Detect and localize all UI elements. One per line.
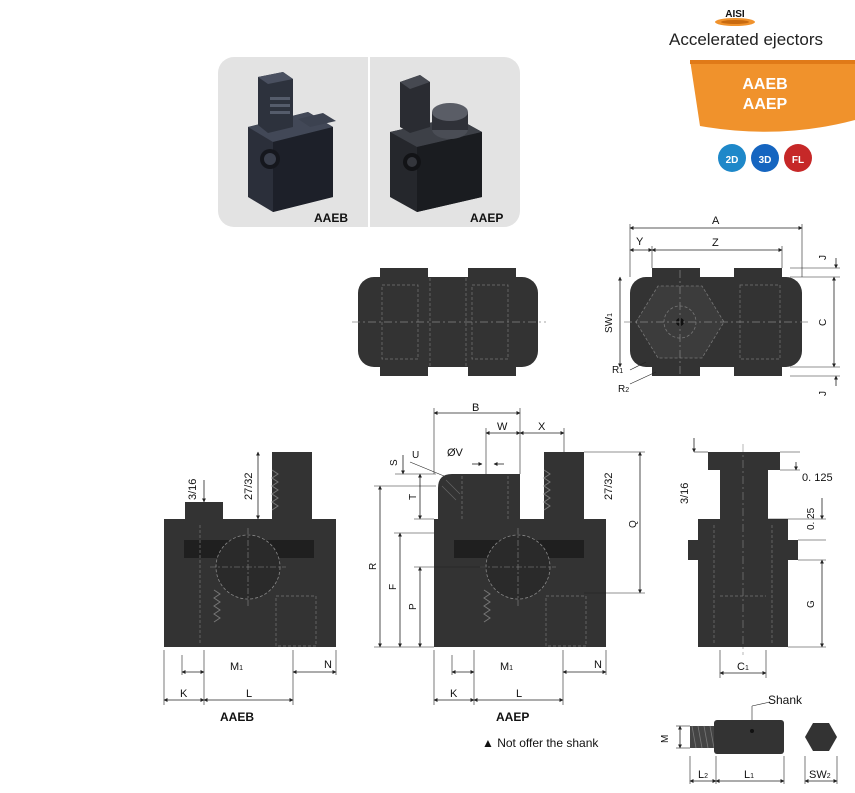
aaep-dim-F: F — [388, 584, 399, 590]
aaep-dim-27-32: 27/32 — [603, 472, 615, 500]
top-view-hex — [618, 224, 840, 386]
dim-SW1: SW1 — [604, 313, 615, 333]
side-dim-G: G — [806, 600, 817, 608]
aaeb-caption: AAEB — [220, 710, 254, 724]
shank-note: ▲ Not offer the shank — [482, 736, 599, 750]
photo-label-aaeb: AAEB — [314, 211, 349, 225]
aaep-dim-R: R — [368, 563, 379, 570]
aaeb-dim-3-16: 3/16 — [187, 479, 199, 500]
aaep-dim-U: U — [412, 450, 419, 461]
aaeb-dim-K: K — [180, 688, 188, 700]
fl-badge[interactable]: FL — [784, 144, 812, 172]
shank-dim-L1: L1 — [744, 769, 754, 781]
shank-label: Shank — [768, 693, 803, 707]
side-dim-3-16: 3/16 — [679, 483, 691, 504]
aaep-dim-S: S — [389, 459, 400, 466]
model-name-aaep: AAEP — [742, 96, 788, 113]
dim-J-bottom: J — [818, 391, 829, 396]
side-view — [688, 438, 826, 678]
dim-Z: Z — [712, 237, 719, 249]
model-name-aaeb: AAEB — [742, 76, 788, 93]
aaep-dim-B: B — [472, 402, 479, 414]
top-view-plain — [352, 268, 546, 376]
aaeb-dim-27-32: 27/32 — [243, 472, 255, 500]
aaep-caption: AAEP — [496, 710, 529, 724]
aaeb-product-image — [248, 72, 336, 212]
aaep-dim-N: N — [594, 659, 602, 671]
aaep-dim-T: T — [408, 494, 419, 500]
aaep-dim-Q: Q — [628, 520, 639, 528]
shank-view — [676, 701, 838, 784]
aaep-dim-W: W — [497, 421, 508, 433]
page-title: Accelerated ejectors — [668, 30, 824, 49]
side-dim-C1: C1 — [737, 661, 749, 673]
dim-A: A — [712, 215, 720, 227]
aaeb-dim-M1: M1 — [230, 661, 243, 673]
aaeb-dim-N: N — [324, 659, 332, 671]
aaep-front-view — [374, 408, 645, 705]
aaep-dim-X: X — [538, 421, 546, 433]
dim-C: C — [818, 319, 829, 326]
dim-Y: Y — [636, 236, 644, 248]
aaeb-dim-L: L — [246, 688, 252, 700]
aaep-dim-M1: M1 — [500, 661, 513, 673]
aaep-dim-K: K — [450, 688, 458, 700]
photo-aaeb: AAEB — [218, 57, 368, 227]
aisi-brand-text: AISI — [725, 9, 745, 20]
aaep-dim-OV: ØV — [447, 447, 464, 459]
dim-J-top: J — [818, 255, 829, 260]
dim-R2: R2 — [618, 384, 629, 395]
shank-dim-SW2: SW2 — [809, 769, 831, 781]
shank-dim-L2: L2 — [698, 769, 708, 781]
side-dim-0-125: 0. 125 — [802, 472, 833, 484]
side-dim-0-25: 0. 25 — [806, 507, 817, 530]
aaep-product-image — [390, 75, 482, 212]
aaep-dim-P: P — [408, 603, 419, 610]
photo-label-aaep: AAEP — [470, 211, 504, 225]
shank-dim-M: M — [660, 735, 671, 743]
aaeb-front-view — [163, 451, 337, 705]
model-banner — [690, 60, 855, 132]
aisi-logo — [715, 18, 755, 26]
aaep-dim-L: L — [516, 688, 522, 700]
photo-aaep: AAEP — [370, 57, 520, 227]
dim-R1: R1 — [612, 365, 623, 376]
